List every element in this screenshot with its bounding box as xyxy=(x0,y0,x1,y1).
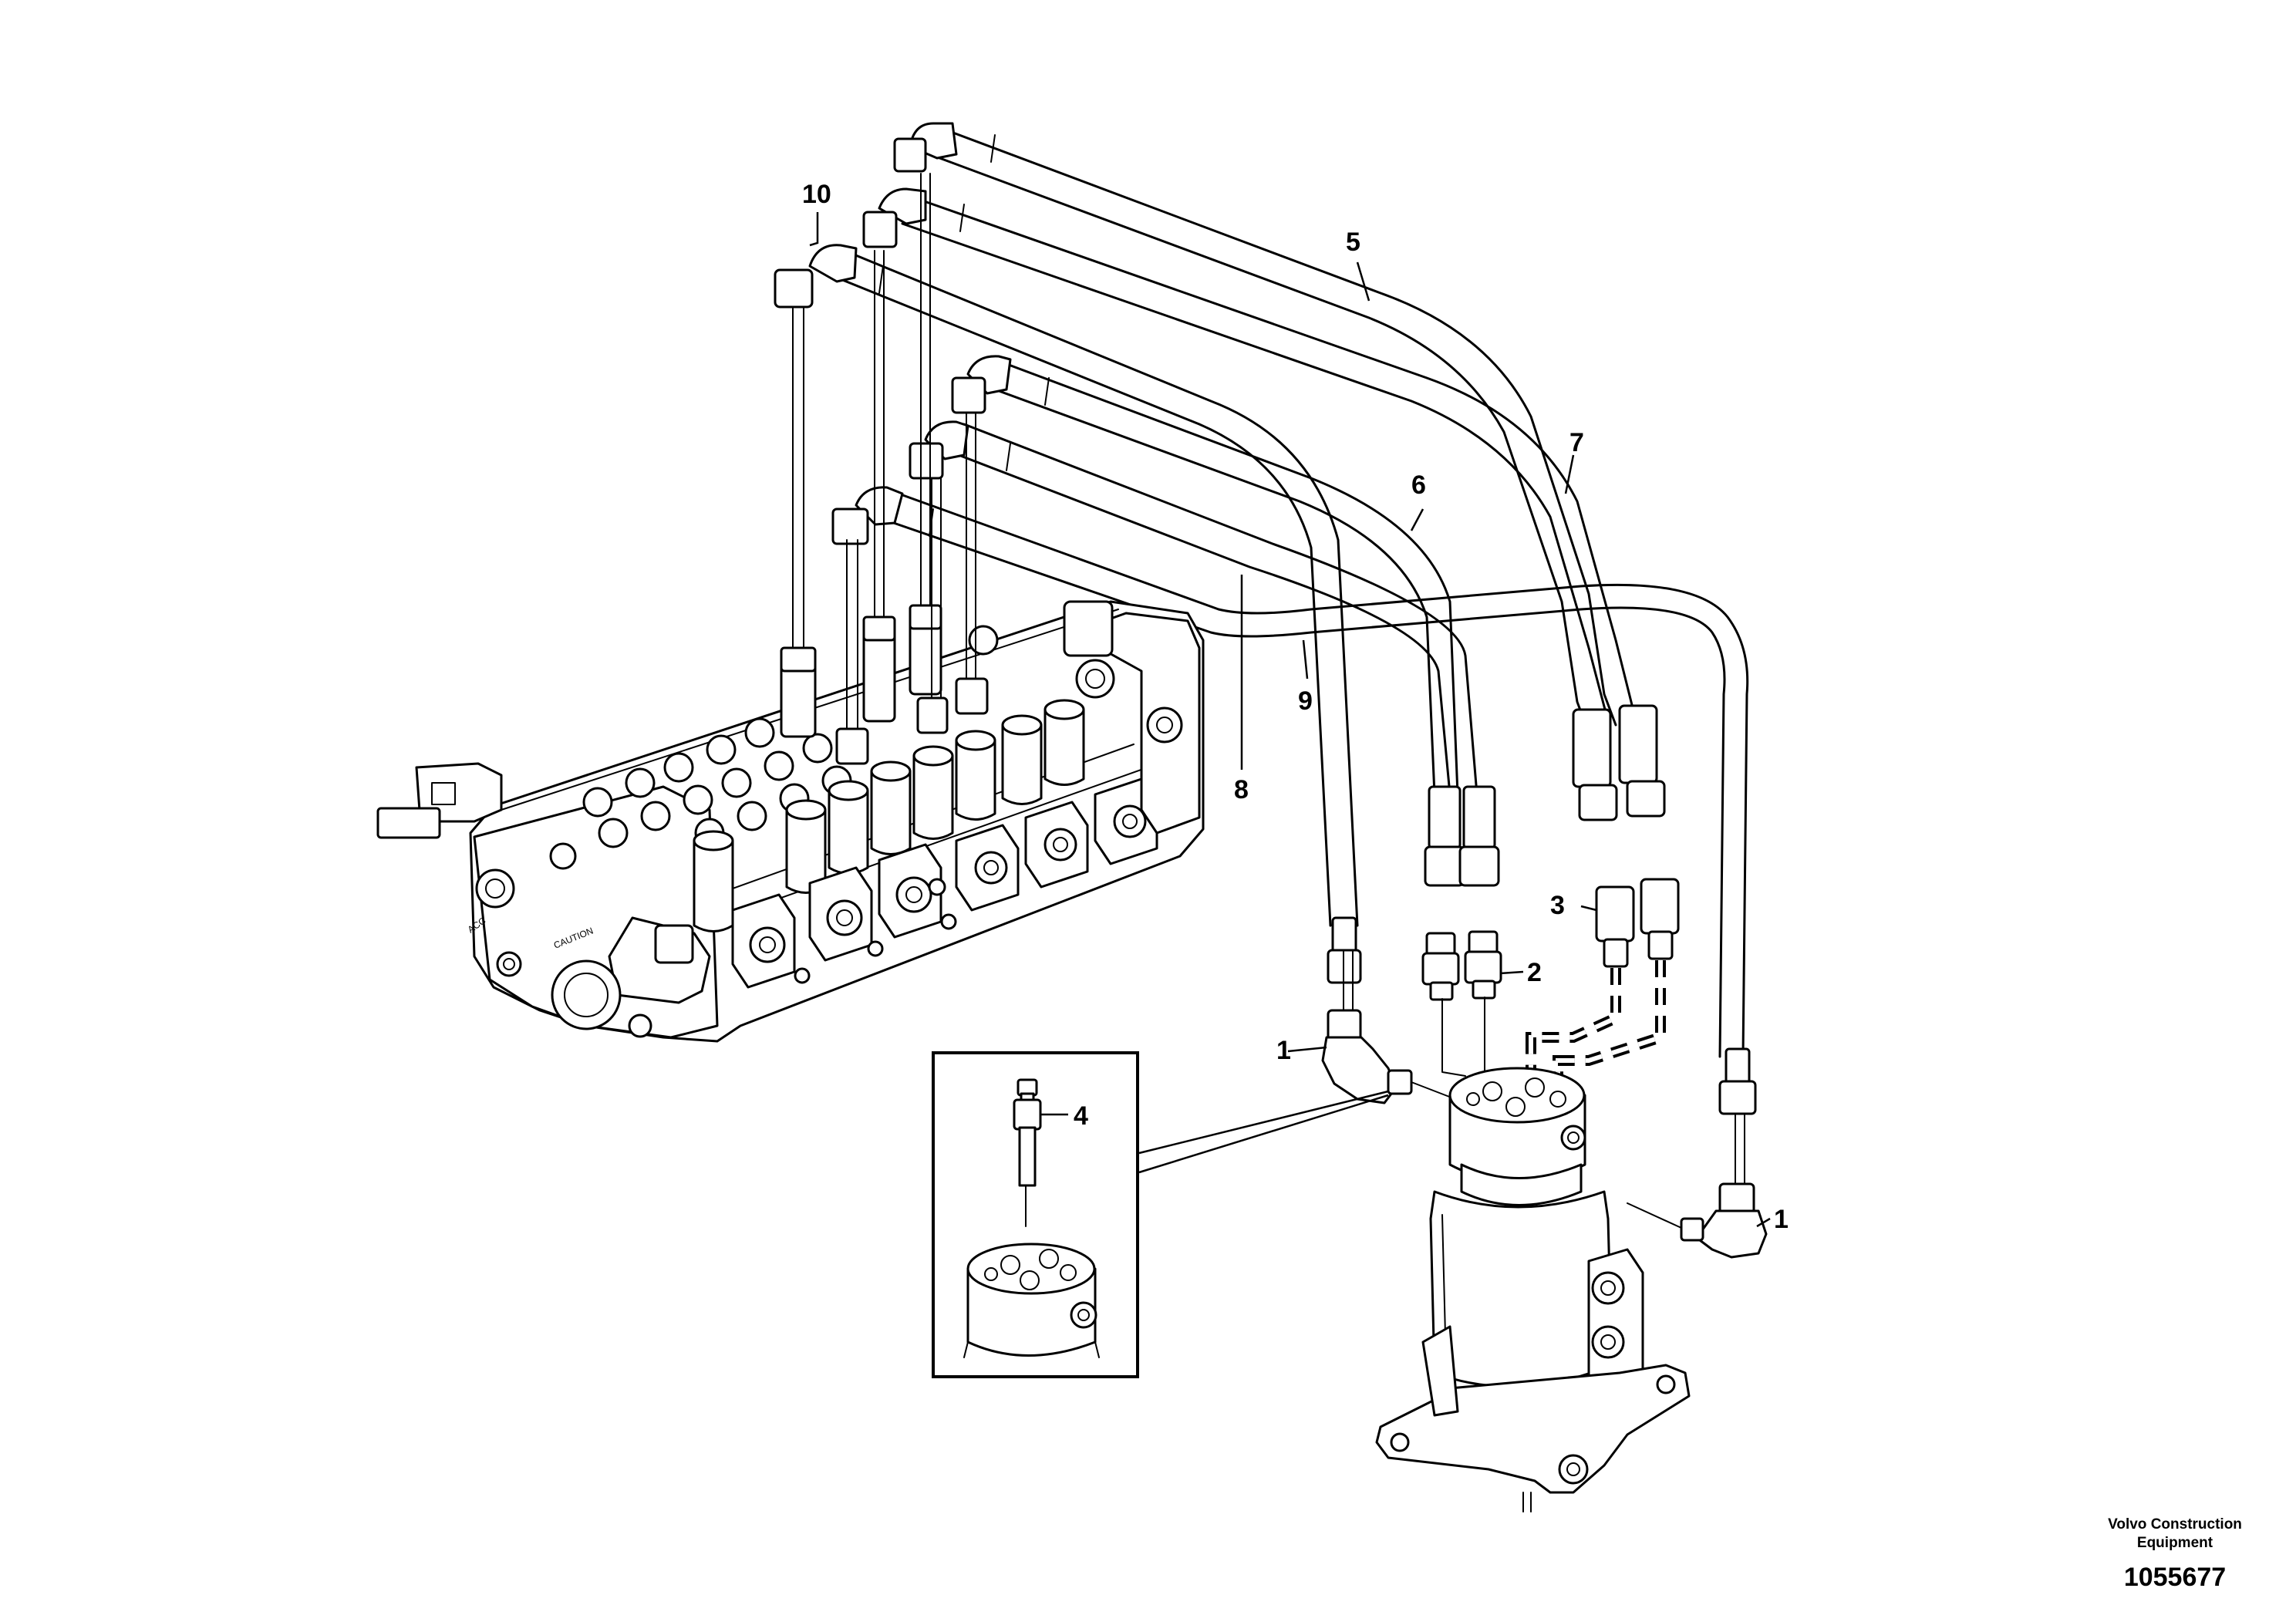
adapter-3-right xyxy=(1640,878,1680,960)
hose-6 xyxy=(993,361,1459,796)
hose-9 xyxy=(885,492,1749,1058)
elbow-1-right xyxy=(1627,1182,1768,1259)
spool-sections xyxy=(582,699,1085,932)
callout-5: 5 xyxy=(1346,228,1360,257)
brand-line-1: Volvo Construction xyxy=(2108,1516,2242,1533)
callout-3: 3 xyxy=(1550,891,1565,920)
valve-top-fittings xyxy=(780,173,989,765)
swivel-joint xyxy=(1375,1067,1691,1512)
document-number: 1055677 xyxy=(2124,1563,2226,1592)
hose-5 xyxy=(928,128,1617,734)
callout-4: 4 xyxy=(1074,1101,1088,1131)
plug-4 xyxy=(1013,1078,1042,1227)
callout-1-right: 1 xyxy=(1774,1205,1789,1234)
hose-end-fittings xyxy=(774,122,1050,545)
hose-8 xyxy=(947,423,1478,796)
callout-8: 8 xyxy=(1234,775,1249,804)
footer: Volvo Construction Equipment 1055677 xyxy=(2108,1516,2242,1592)
callout-6: 6 xyxy=(1411,470,1426,500)
adapter-2-right xyxy=(1464,930,1502,1000)
callout-10: 10 xyxy=(802,180,831,209)
callout-9: 9 xyxy=(1298,686,1313,716)
valve-end-plate-right xyxy=(968,600,1201,835)
brand-line-2: Equipment xyxy=(2137,1535,2213,1551)
hoses xyxy=(835,128,1749,1058)
callout-2: 2 xyxy=(1527,958,1542,987)
hose-lower-ends xyxy=(1327,704,1757,1115)
swivel-top-detail xyxy=(963,1243,1100,1358)
detail-inset xyxy=(932,1051,1389,1378)
callout-1-left: 1 xyxy=(1276,1036,1291,1065)
callout-leaders xyxy=(809,212,1771,1228)
adapters xyxy=(1321,878,1768,1259)
callouts: 10 5 7 6 9 8 3 2 1 1 4 xyxy=(802,180,1789,1234)
adapter-3-left xyxy=(1595,885,1635,968)
hose-10 xyxy=(835,249,1359,927)
control-valve-block: ACC CAUTION xyxy=(376,173,1205,1043)
adapter-2-left xyxy=(1421,932,1460,1001)
callout-7: 7 xyxy=(1569,428,1584,457)
elbow-1-left xyxy=(1321,1009,1413,1104)
hose-7 xyxy=(901,197,1637,723)
